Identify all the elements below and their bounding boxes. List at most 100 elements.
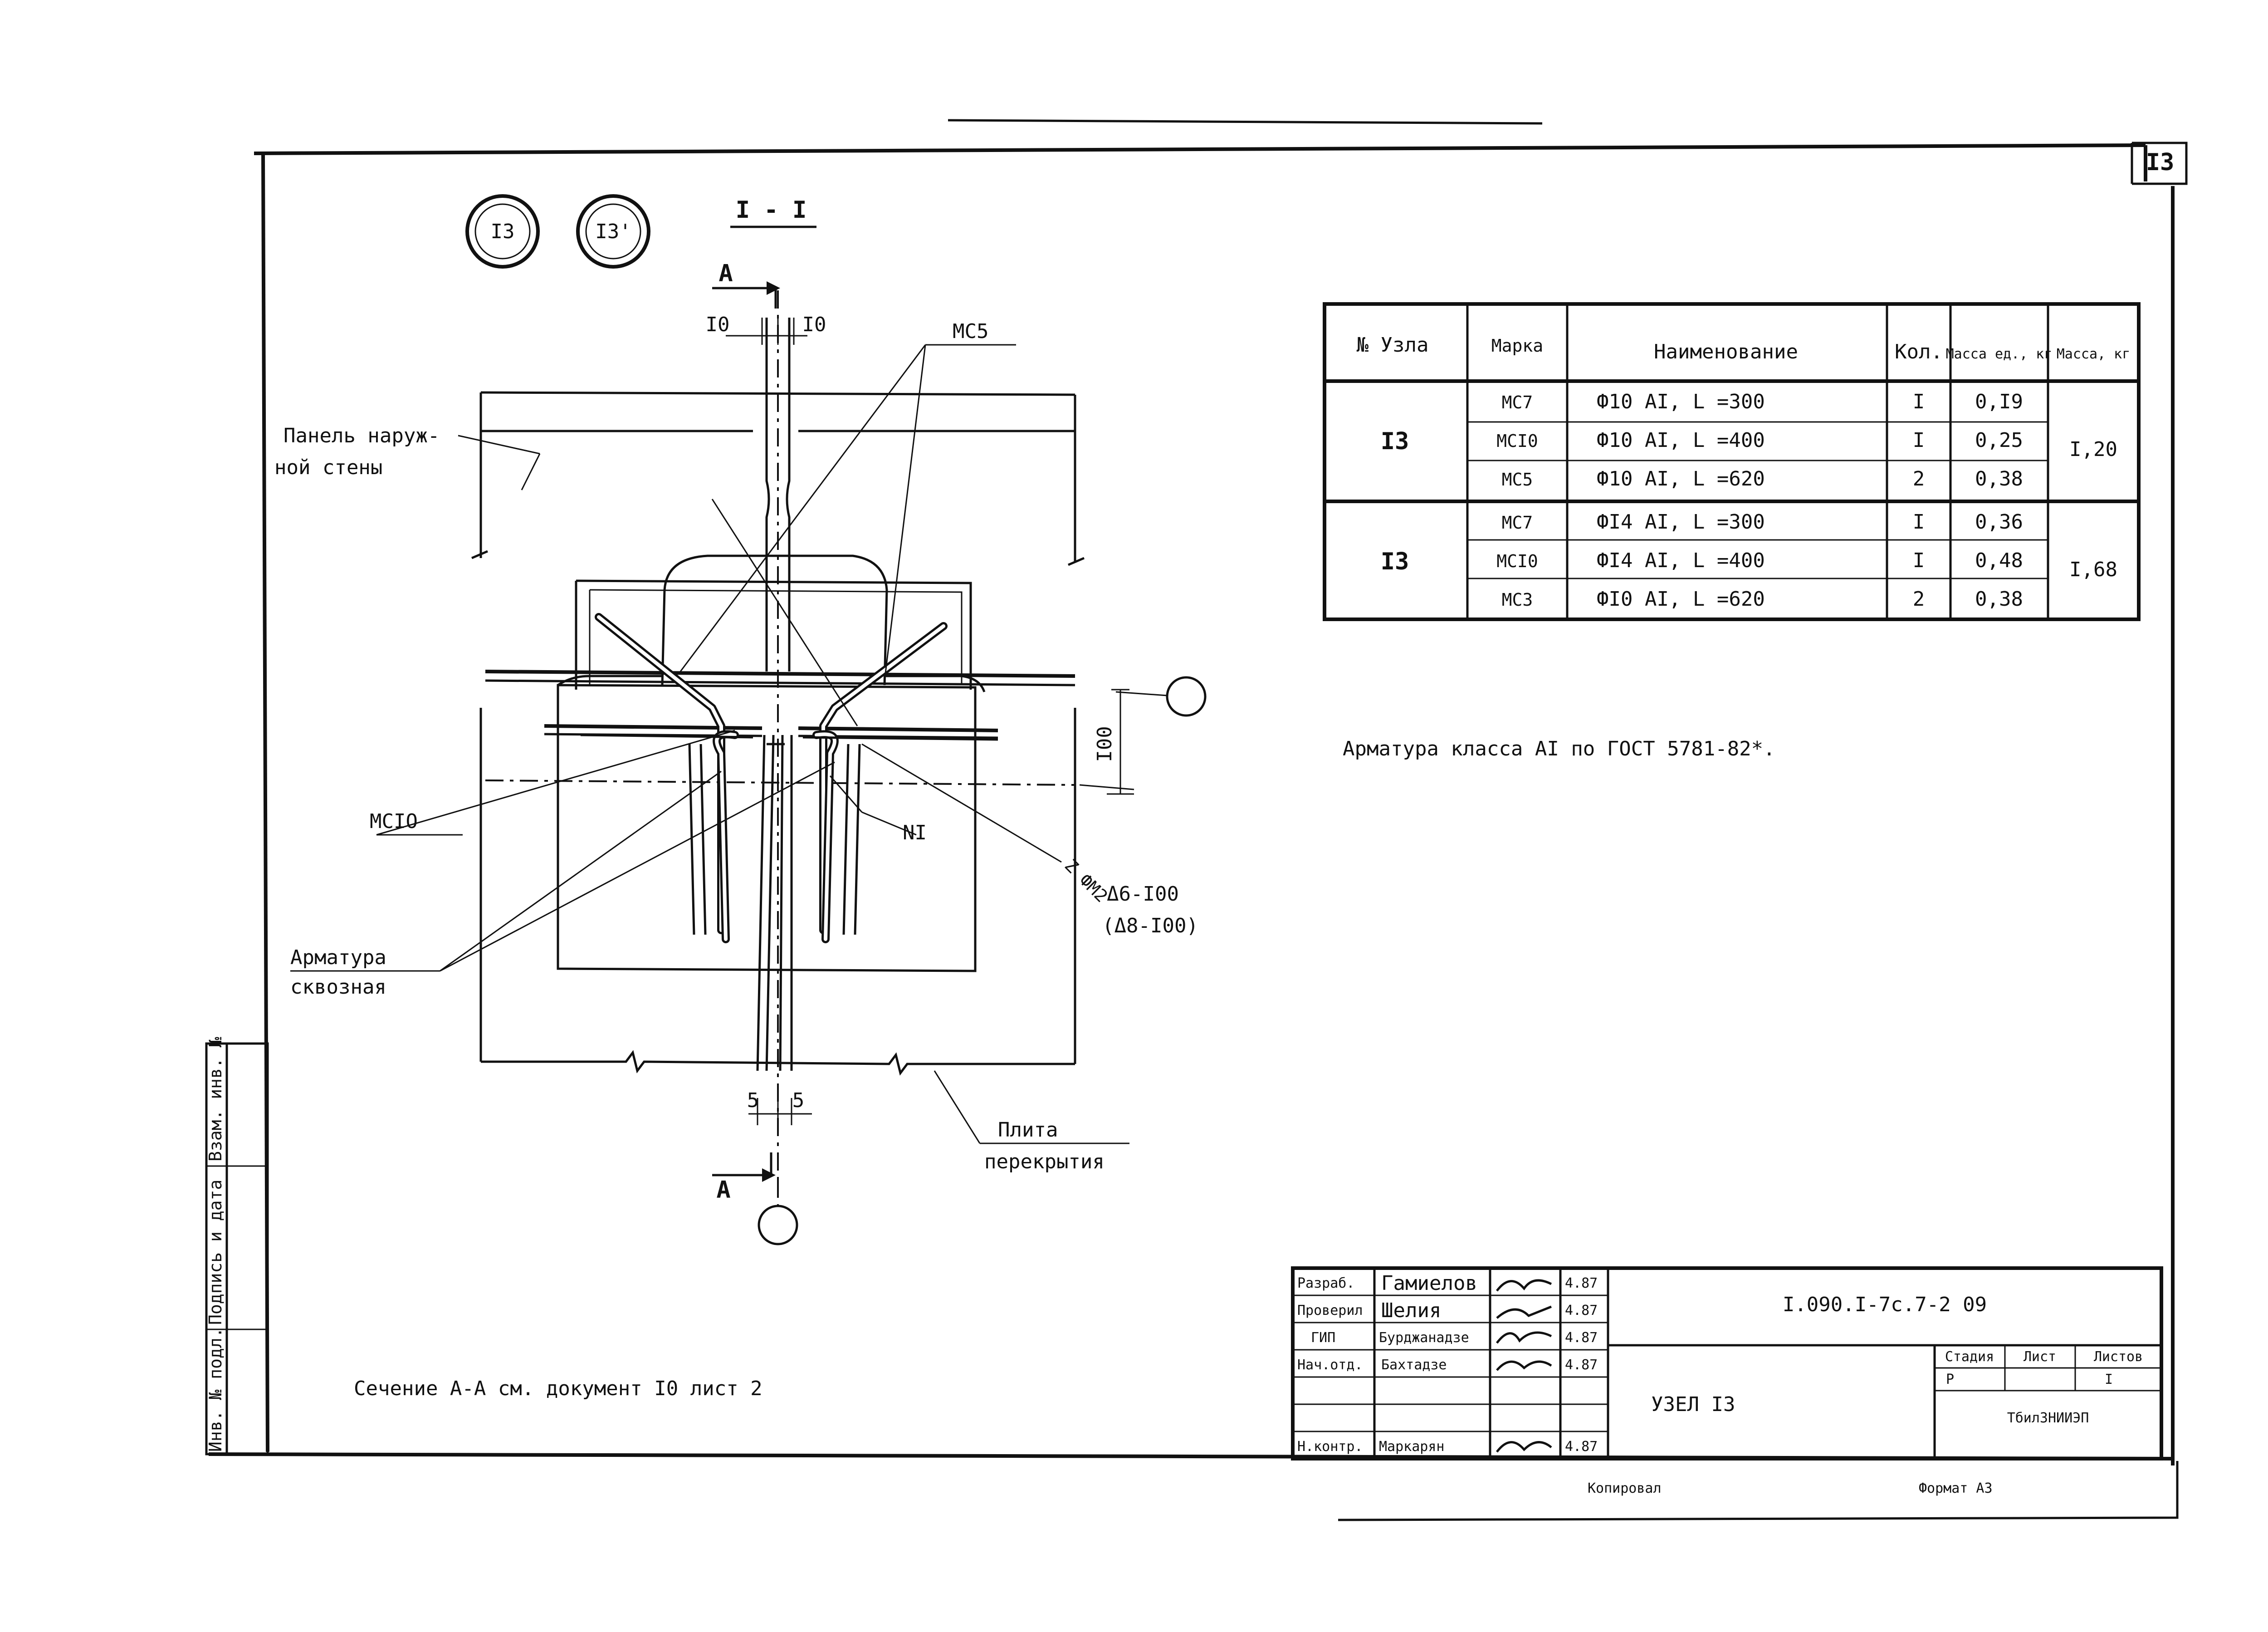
table-row: Н.контр. Маркарян 4.87 — [1297, 1439, 1598, 1455]
svg-text:Шелия: Шелия — [1381, 1299, 1441, 1322]
note-section: Сечение А-А см. документ I0 лист 2 — [354, 1377, 763, 1400]
svg-text:ФI4 АI, L =400: ФI4 АI, L =400 — [1597, 549, 1765, 572]
section-title: I - I — [736, 196, 807, 224]
table-row: Разраб. Гамиелов 4.87 — [1297, 1272, 1598, 1295]
table-total-2: I,68 — [2069, 558, 2117, 581]
svg-text:I: I — [1913, 510, 1925, 534]
drawing-name: УЗЕЛ I3 — [1651, 1393, 1735, 1416]
svg-text:Ф10 АI, L =620: Ф10 АI, L =620 — [1597, 467, 1765, 490]
svg-text:ФI0 АI, L =620: ФI0 АI, L =620 — [1597, 588, 1765, 611]
doc-code: I.090.I-7с.7-2 09 — [1783, 1293, 1987, 1316]
svg-text:0,38: 0,38 — [1975, 467, 2023, 490]
section-drawing — [290, 281, 1207, 1245]
label-panel-2: ной стены — [274, 456, 382, 479]
table-header-node: № Узла — [1357, 333, 1429, 357]
svg-text:МС7: МС7 — [1502, 392, 1533, 412]
side-stamp-replace: Взам. инв. № — [205, 1037, 225, 1162]
table-row: МС5 Ф10 АI, L =620 2 0,38 — [1502, 467, 2023, 490]
arrow-label-bottom: А — [716, 1176, 730, 1204]
sheets-header: Листов — [2094, 1349, 2143, 1365]
paper-format: Формат А3 — [1919, 1480, 1993, 1496]
svg-text:I: I — [1913, 390, 1925, 413]
svg-text:Бахтадзе: Бахтадзе — [1381, 1357, 1447, 1373]
label-weld-tri1: Δ6-I00 — [1107, 882, 1179, 906]
dim-top-left: I0 — [706, 313, 730, 336]
svg-text:МСI0: МСI0 — [1496, 551, 1538, 571]
note-rebar: Арматура класса АI по ГОСТ 5781-82*. — [1343, 737, 1775, 760]
sheet-frame — [208, 119, 2188, 1521]
svg-text:МС7: МС7 — [1502, 513, 1533, 533]
dim-bottom-left: 5 — [747, 1089, 759, 1112]
label-slab-2: перекрытия — [984, 1150, 1105, 1173]
sheets-value: I — [2105, 1372, 2113, 1387]
label-rebar-2: сквозная — [290, 975, 386, 999]
svg-text:I: I — [1913, 549, 1925, 572]
svg-text:2: 2 — [1913, 467, 1925, 490]
table-header-mass: Масса, кг — [2057, 346, 2131, 362]
label-weld: Z ФМ2 — [1061, 855, 1112, 906]
table-header-mark: Марка — [1491, 336, 1543, 356]
svg-text:Проверил: Проверил — [1297, 1303, 1363, 1318]
title-block-roles: Разраб. Гамиелов 4.87 Проверил Шелия 4.8… — [1297, 1272, 1598, 1455]
sheet-header: Лист — [2024, 1349, 2056, 1365]
table-row: Проверил Шелия 4.87 — [1297, 1299, 1598, 1322]
svg-text:Бурджанадзе: Бурджанадзе — [1379, 1330, 1469, 1346]
label-slab-1: Плита — [998, 1118, 1058, 1142]
side-stamp-inv: Инв. № подл. — [205, 1327, 225, 1452]
svg-text:0,48: 0,48 — [1975, 549, 2023, 572]
table-row: МС3 ФI0 АI, L =620 2 0,38 — [1502, 588, 2023, 611]
svg-text:МСI0: МСI0 — [1496, 431, 1538, 451]
table-row: ГИП Бурджанадзе 4.87 — [1311, 1330, 1598, 1346]
svg-text:4.87: 4.87 — [1565, 1439, 1598, 1455]
svg-text:I3': I3' — [595, 220, 631, 243]
node-mark-1: I3 — [465, 194, 540, 269]
svg-text:0,25: 0,25 — [1975, 429, 2023, 452]
label-n1: NI — [903, 821, 927, 844]
svg-text:МС3: МС3 — [1502, 590, 1533, 610]
svg-text:Нач.отд.: Нач.отд. — [1297, 1357, 1363, 1373]
svg-text:Ф10 АI, L =400: Ф10 АI, L =400 — [1597, 429, 1765, 452]
dim-vertical: I00 — [1093, 726, 1116, 762]
dim-bottom-right: 5 — [792, 1089, 805, 1112]
copied-by: Копировал — [1588, 1480, 1662, 1496]
side-stamp-sign: Подпись и дата — [205, 1180, 225, 1325]
svg-text:4.87: 4.87 — [1565, 1330, 1598, 1346]
svg-text:0,38: 0,38 — [1975, 588, 2023, 611]
side-stamp — [205, 1042, 269, 1456]
title-block — [1291, 1266, 2163, 1460]
table-total-1: I,20 — [2069, 438, 2117, 461]
label-mc10: МСIО — [370, 810, 418, 833]
table-node-2: I3 — [1381, 548, 1409, 575]
stage-header: Стадия — [1945, 1349, 1994, 1365]
label-weld-tri2: (Δ8-I00) — [1102, 914, 1198, 937]
sheet-number: I3 — [2146, 149, 2175, 176]
table-header-unit-mass: Масса ед., кг — [1946, 346, 2053, 362]
svg-text:Ф10 АI, L =300: Ф10 АI, L =300 — [1597, 390, 1765, 413]
svg-text:Разраб.: Разраб. — [1297, 1275, 1354, 1291]
dim-top-right: I0 — [802, 313, 826, 336]
svg-text:0,I9: 0,I9 — [1975, 390, 2023, 413]
org-name: ТбилЗНИИЭП — [2007, 1410, 2089, 1426]
svg-text:Н.контр.: Н.контр. — [1297, 1439, 1363, 1455]
table-row: МС7 ФI4 АI, L =300 I 0,36 — [1502, 510, 2023, 534]
svg-text:0,36: 0,36 — [1975, 510, 2023, 534]
svg-text:4.87: 4.87 — [1565, 1303, 1598, 1318]
stage-value: Р — [1946, 1372, 1954, 1387]
svg-text:2: 2 — [1913, 588, 1925, 611]
svg-text:ГИП: ГИП — [1311, 1330, 1335, 1346]
table-header-name: Наименование — [1654, 340, 1798, 363]
table-node-1: I3 — [1381, 428, 1409, 455]
table-row: МС7 Ф10 АI, L =300 I 0,I9 — [1502, 390, 2023, 413]
svg-text:ФI4 АI, L =300: ФI4 АI, L =300 — [1597, 510, 1765, 534]
label-panel-1: Панель наруж- — [284, 424, 440, 447]
arrow-label-top: А — [719, 260, 733, 287]
spec-table — [1323, 302, 2141, 621]
node-mark-2: I3' — [576, 194, 650, 269]
table-header-qty: Кол. — [1895, 340, 1943, 363]
svg-text:I3: I3 — [491, 220, 515, 243]
table-row: Нач.отд. Бахтадзе 4.87 — [1297, 1357, 1598, 1373]
svg-text:4.87: 4.87 — [1565, 1357, 1598, 1373]
label-mc5: МС5 — [953, 320, 988, 343]
label-rebar-1: Арматура — [290, 946, 386, 969]
